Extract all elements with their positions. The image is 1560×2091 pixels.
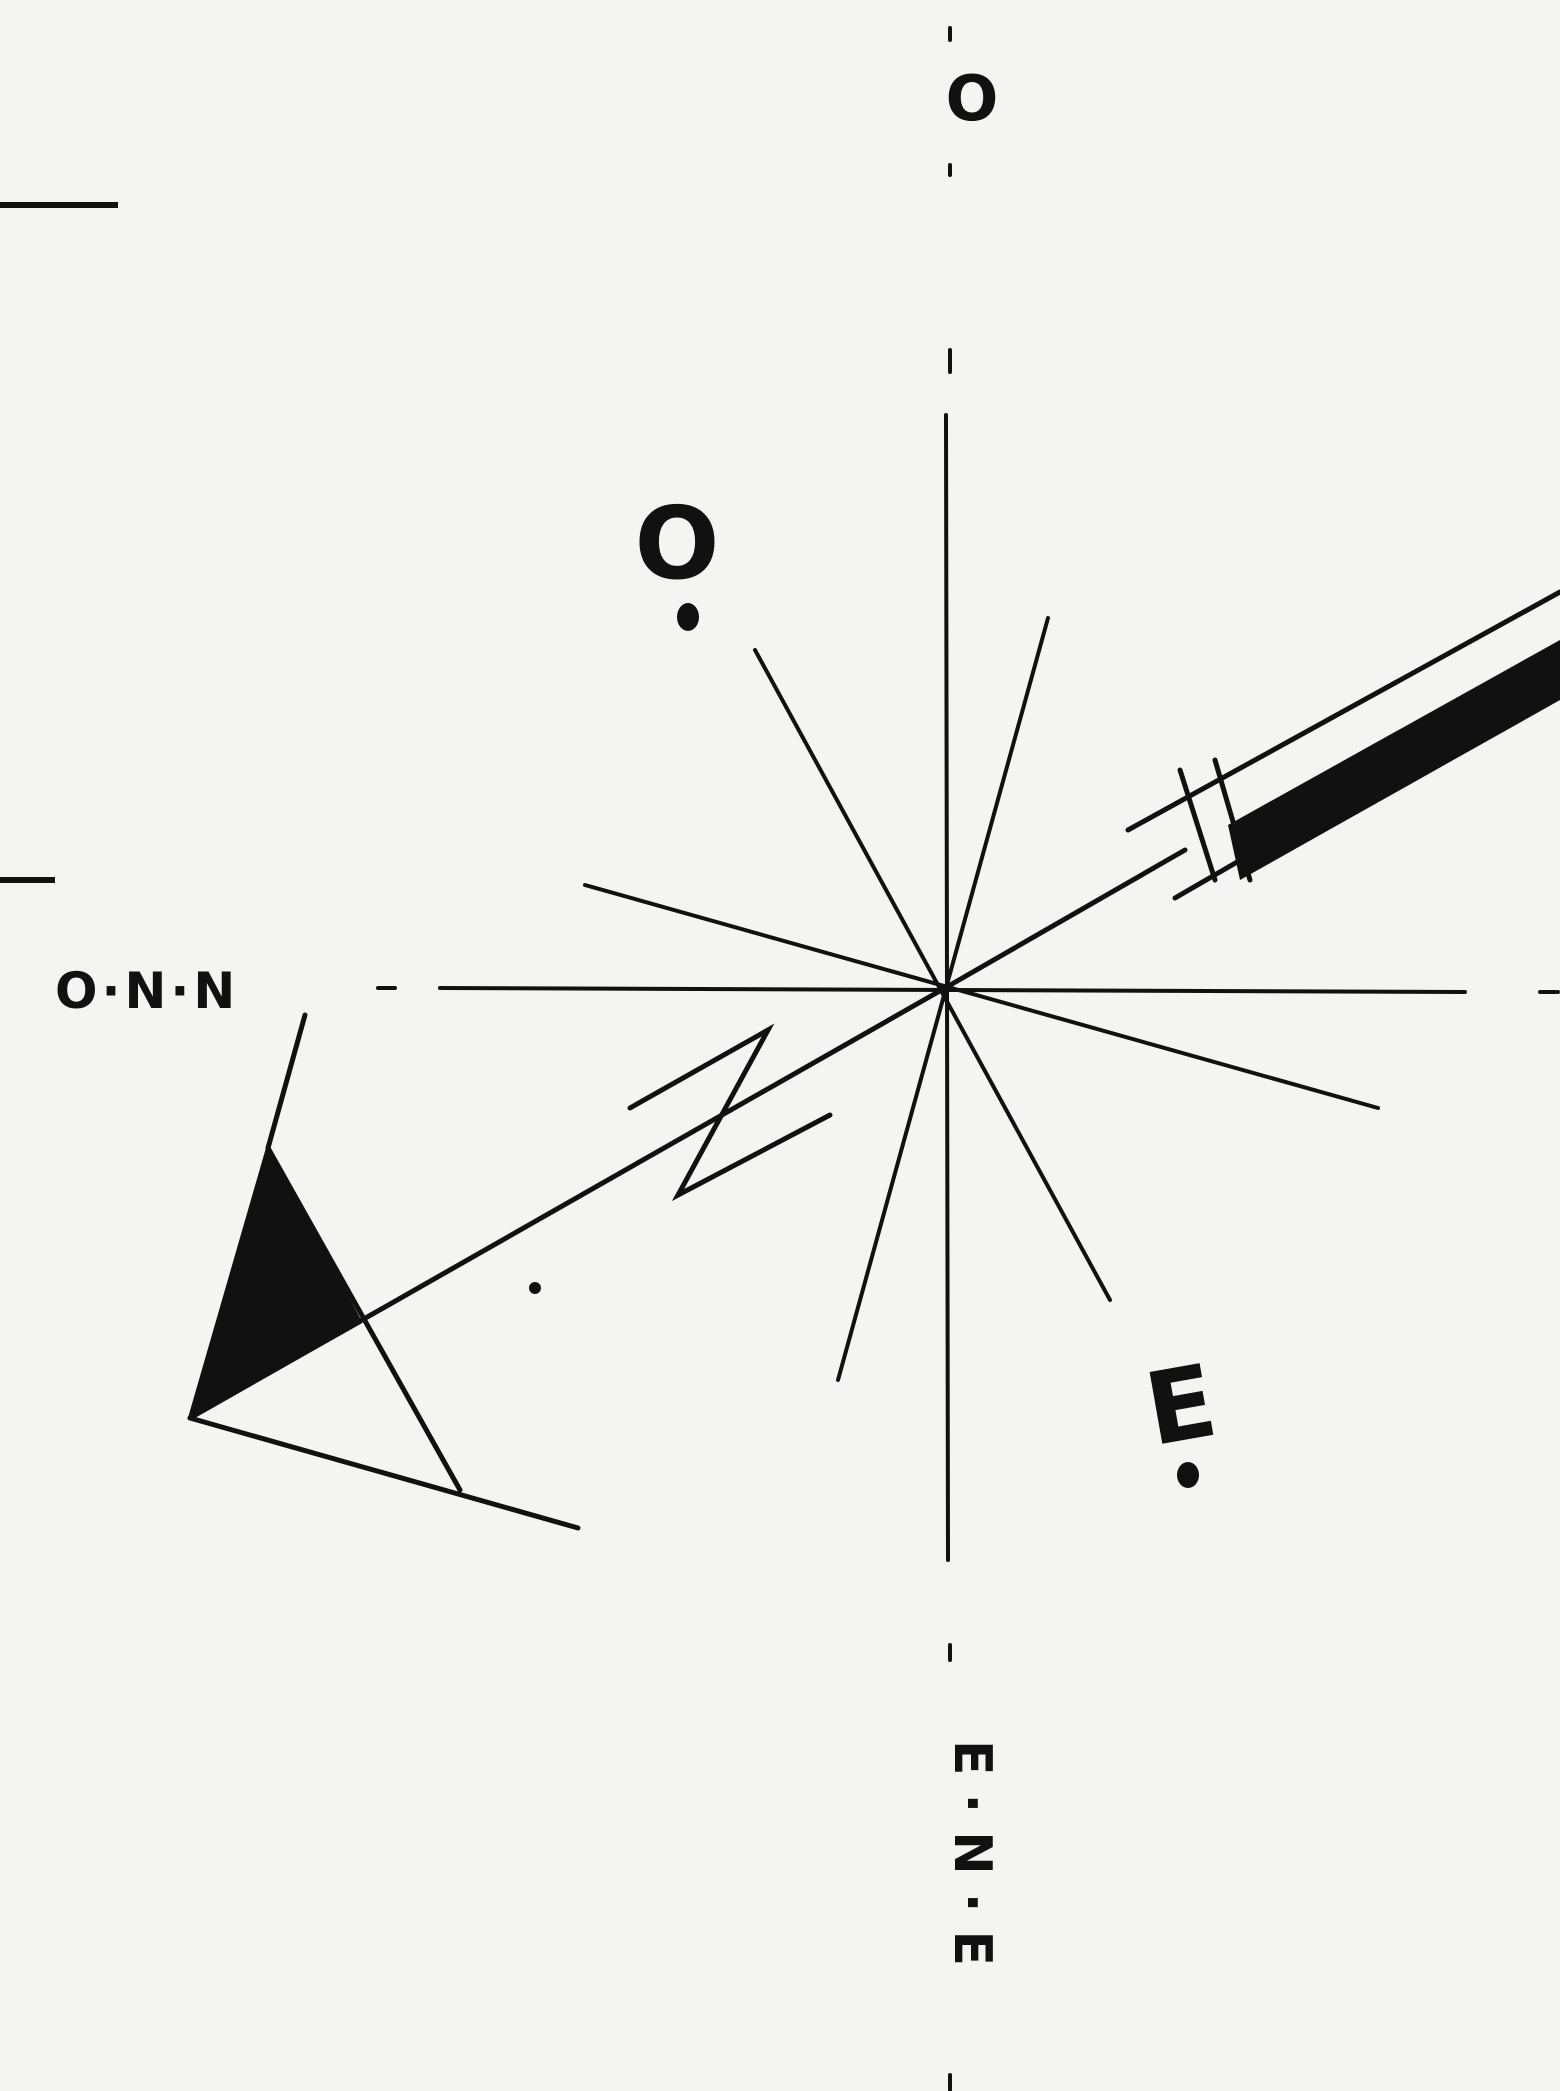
small-dot — [529, 1282, 541, 1294]
label-se-dot — [1177, 1462, 1199, 1488]
label-bottom: E·N·E — [942, 1740, 1002, 1984]
label-nw: O — [634, 485, 719, 602]
label-top: O — [946, 62, 999, 135]
label-nw-dot — [677, 603, 699, 631]
label-west: O·N·N — [55, 962, 239, 1020]
